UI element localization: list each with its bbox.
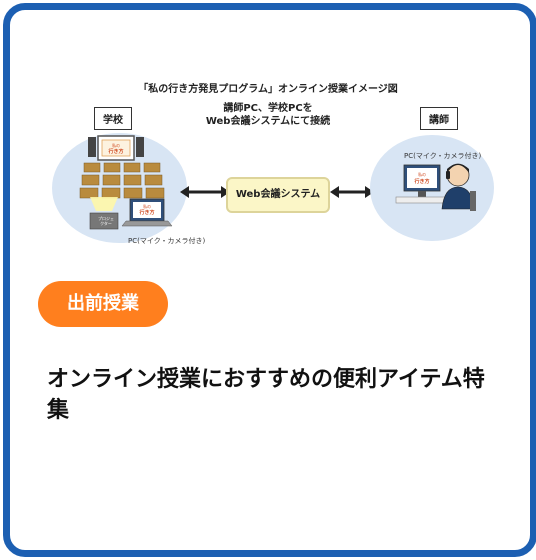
arrow-right-icon <box>330 186 374 198</box>
connection-note: 講師PC、学校PCを Web会議システムにて接続 <box>200 102 336 128</box>
svg-text:私の: 私の <box>112 142 120 148</box>
diagram-title: 「私の行き方発見プログラム」オンライン授業イメージ図 <box>138 84 398 95</box>
svg-text:私の: 私の <box>143 203 151 209</box>
article-card[interactable] <box>3 3 536 557</box>
svg-text:行き方: 行き方 <box>138 209 154 216</box>
speaker-left-icon <box>88 137 96 157</box>
connection-note-line2: Web会議システムにて接続 <box>205 116 331 127</box>
svg-text:プロジェ: プロジェ <box>98 215 114 221</box>
svg-text:私の: 私の <box>418 171 426 177</box>
svg-text:クター: クター <box>100 220 112 226</box>
classroom-illustration: 私の 行き方 プロジェ クター 私の 行き方 <box>79 135 173 230</box>
school-label: 学校 <box>94 107 132 130</box>
projector-icon <box>89 212 119 230</box>
category-badge: 出前授業 <box>38 281 168 327</box>
arrow-left-icon <box>180 186 230 198</box>
school-pc-caption: PC(マイク・カメラ付き) <box>128 237 206 245</box>
desks <box>79 162 165 199</box>
article-headline[interactable]: オンライン授業におすすめの便利アイテム特集 <box>47 367 485 423</box>
svg-text:行き方: 行き方 <box>107 148 123 155</box>
lecturer-illustration: 私の 行き方 <box>395 163 476 211</box>
web-conference-box: Web会議システム <box>226 177 330 213</box>
svg-text:行き方: 行き方 <box>413 178 429 185</box>
lecturer-label: 講師 <box>420 107 458 130</box>
projector-light <box>90 197 118 211</box>
lecturer-pc-caption: PC(マイク・カメラ付き) <box>404 152 482 160</box>
connection-note-line1: 講師PC、学校PCを <box>223 103 313 114</box>
speaker-right-icon <box>136 137 144 157</box>
